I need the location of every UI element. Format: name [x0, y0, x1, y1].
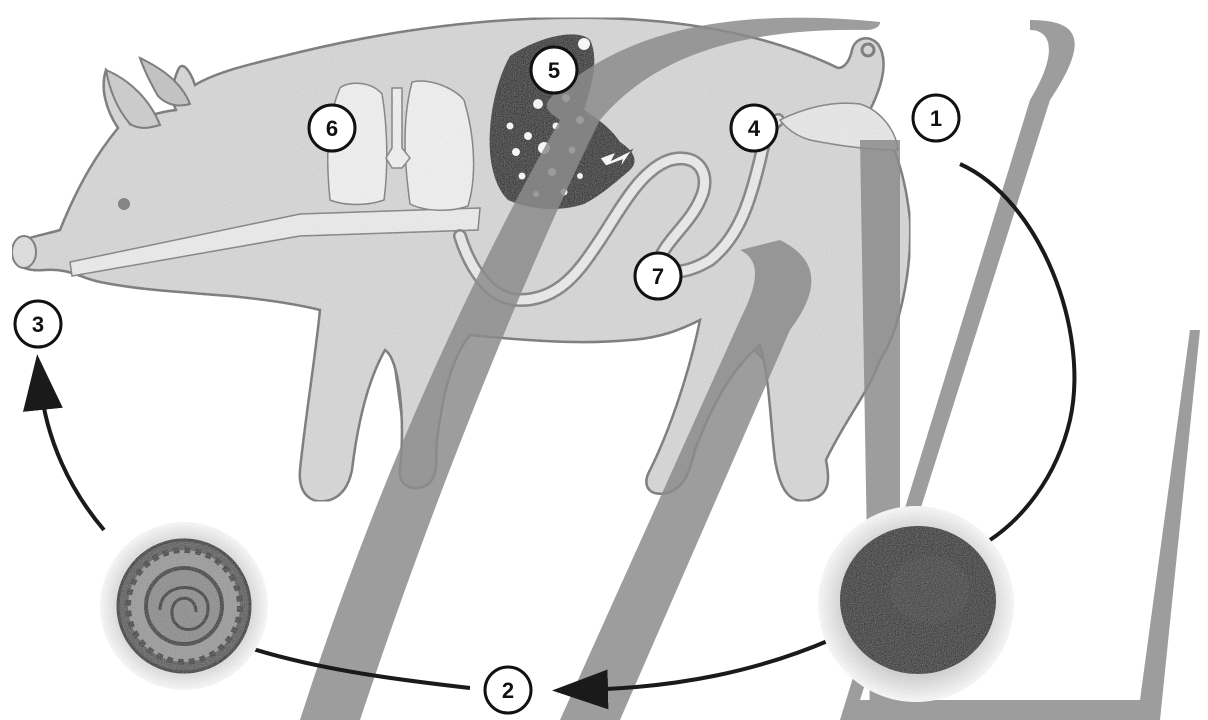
pig-eye: [118, 198, 130, 210]
step-number-6: 6: [326, 116, 338, 141]
step-badge-6: 6: [309, 105, 355, 151]
step-badge-7: 7: [635, 253, 681, 299]
pig-lung-right: [405, 81, 474, 210]
step-number-3: 3: [32, 312, 44, 337]
pig-snout: [12, 236, 36, 268]
step-number-4: 4: [748, 116, 761, 141]
step-badge-4: 4: [731, 105, 777, 151]
step-badge-2: 2: [485, 667, 531, 713]
fertilized-egg-icon: [818, 506, 1014, 702]
step-number-5: 5: [548, 58, 560, 83]
cycle-arrow-embryo-to-3: [40, 382, 104, 530]
step-badge-1: 1: [913, 95, 959, 141]
embryonated-egg-icon: [100, 522, 268, 690]
step-number-1: 1: [930, 106, 942, 131]
cycle-arrow-1-to-egg: [960, 164, 1074, 540]
step-number-2: 2: [502, 678, 514, 703]
step-badge-3: 3: [15, 301, 61, 347]
step-badge-5: 5: [531, 47, 577, 93]
step-number-7: 7: [652, 264, 664, 289]
